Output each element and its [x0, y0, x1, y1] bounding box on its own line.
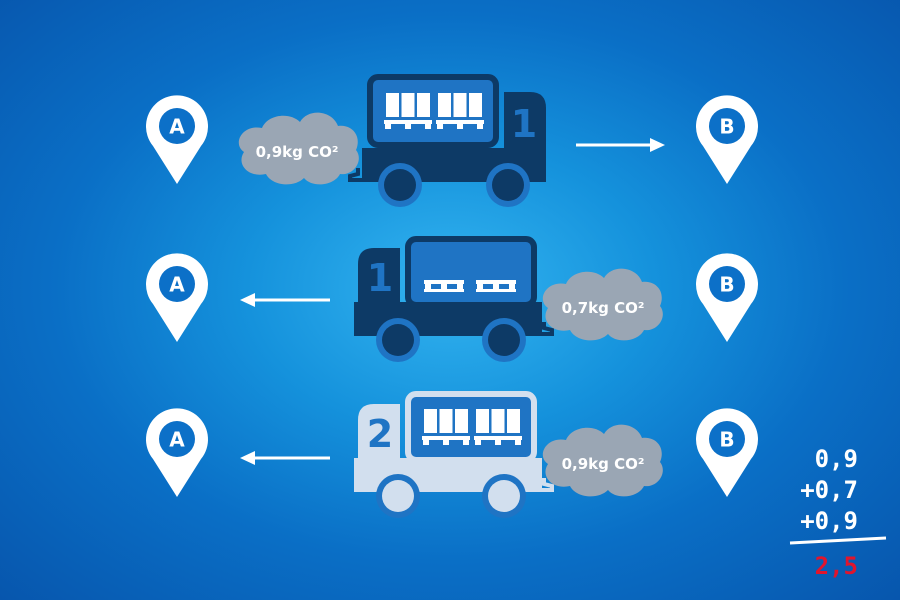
pin-b-row1: B: [696, 95, 758, 184]
pin-a-label: A: [169, 115, 185, 139]
sum-underline: [789, 536, 887, 545]
truck-1-empty: 1: [354, 236, 554, 362]
sum-line-1: 0,9: [815, 445, 858, 473]
sum-line-3: +0,9: [800, 507, 858, 535]
truck-number: 1: [367, 256, 393, 300]
pin-a-row1: A: [146, 95, 208, 184]
arrow-left-icon: [240, 293, 330, 307]
truck-1-loaded: 1: [348, 74, 546, 207]
exhaust-cloud-icon: [238, 112, 359, 185]
pin-a-row2: A: [146, 253, 208, 342]
exhaust-cloud-icon: [542, 268, 663, 341]
sum-line-2: +0,7: [800, 476, 858, 504]
pin-b-row2: B: [696, 253, 758, 342]
emission-label: 0,7kg CO²: [562, 299, 645, 317]
arrow-left-icon: [240, 451, 330, 465]
pin-b-row3: B: [696, 408, 758, 497]
pin-b-label: B: [719, 115, 734, 139]
pin-b-label: B: [719, 273, 734, 297]
pin-a-label: A: [169, 428, 185, 452]
emission-cloud-row1: 0,9kg CO²: [238, 112, 359, 185]
pin-a-label: A: [169, 273, 185, 297]
pin-b-label: B: [719, 428, 734, 452]
emission-label: 0,9kg CO²: [562, 455, 645, 473]
arrow-right-icon: [576, 138, 665, 152]
sum-total: 2,5: [815, 552, 858, 580]
emission-cloud-row2: 0,7kg CO²: [542, 268, 663, 341]
truck-number: 1: [511, 102, 537, 146]
emission-sum: 0,9 +0,7 +0,9 2,5: [789, 445, 887, 580]
truck-2-loaded: 2: [354, 391, 554, 518]
emission-label: 0,9kg CO²: [256, 143, 339, 161]
exhaust-cloud-icon: [542, 424, 663, 497]
emission-cloud-row3: 0,9kg CO²: [542, 424, 663, 497]
pin-a-row3: A: [146, 408, 208, 497]
truck-number: 2: [367, 412, 393, 456]
